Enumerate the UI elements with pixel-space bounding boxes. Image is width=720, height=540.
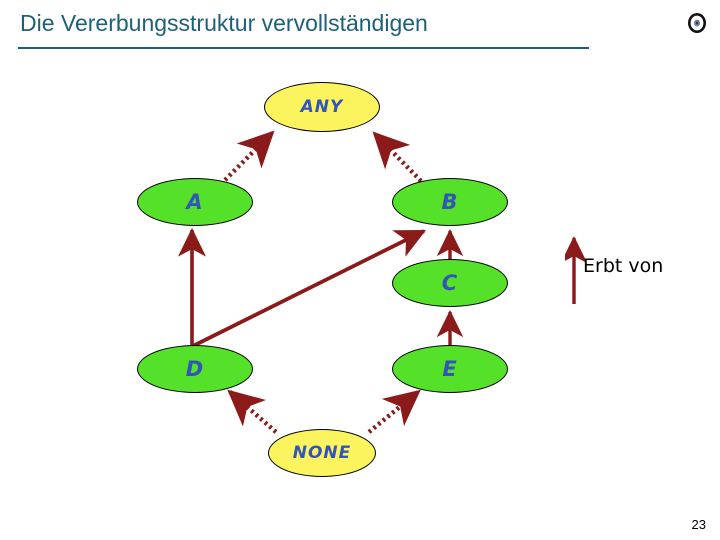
edge-b-to-any: [372, 131, 423, 183]
node-b[interactable]: B: [392, 178, 508, 226]
disc-icon[interactable]: [685, 11, 709, 35]
legend-arrow-icon: [565, 235, 585, 304]
legend-label: Erbt von: [583, 255, 664, 277]
edge-none-to-e: [367, 389, 421, 434]
page-number: 23: [691, 517, 706, 532]
title-divider: [18, 47, 589, 49]
edge-none-to-d: [227, 389, 278, 434]
page-title: Die Vererbungsstruktur vervollständigen: [20, 10, 428, 36]
node-b-label: B: [441, 190, 459, 214]
node-none[interactable]: NONE: [268, 429, 376, 477]
edge-d-to-b: [192, 229, 427, 348]
node-d-label: D: [185, 357, 205, 381]
node-e[interactable]: E: [392, 345, 508, 393]
node-any-label: ANY: [300, 97, 344, 117]
node-e-label: E: [442, 357, 458, 381]
edge-a-to-any: [223, 130, 275, 182]
node-a[interactable]: A: [137, 178, 253, 226]
node-c[interactable]: C: [392, 259, 508, 307]
node-a-label: A: [186, 190, 204, 214]
node-none-label: NONE: [292, 443, 352, 463]
node-c-label: C: [441, 271, 459, 295]
node-any[interactable]: ANY: [264, 82, 380, 132]
legend: Erbt von: [565, 230, 715, 310]
node-d[interactable]: D: [137, 345, 253, 393]
